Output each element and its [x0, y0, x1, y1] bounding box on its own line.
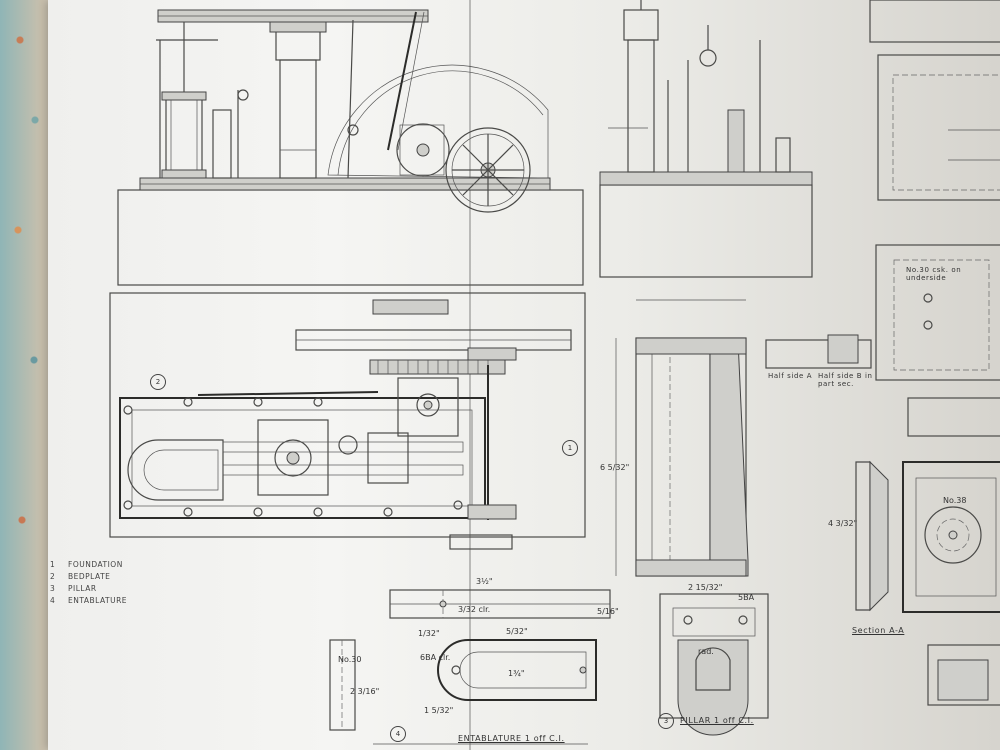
- plan-view: [109, 292, 586, 550]
- dim-3-1-2: 3½": [476, 577, 493, 586]
- part-mark-4: 4: [390, 726, 406, 742]
- foundation-plan: [109, 292, 586, 538]
- dim-no38: No.38: [943, 496, 966, 505]
- crank-disc: [396, 123, 450, 177]
- dim-4-3-32: 4 3/32": [828, 519, 857, 528]
- dim-1-3-4: 1¾": [508, 669, 525, 678]
- gear-plan: [369, 359, 506, 375]
- half-side-b-caption: Half side B in part sec.: [818, 372, 873, 388]
- half-side-a-caption: Half side A: [768, 372, 813, 380]
- pillar-caption: PILLAR 1 off C.I.: [680, 716, 754, 725]
- entablature-plan: [437, 639, 597, 701]
- cylinder-elevation: [165, 94, 203, 178]
- foundation-end: [599, 184, 813, 278]
- engineering-drawing: 3½" 2 15/32" 6 5/32" 1/32" 5/32" 1 5/32"…: [109, 0, 1000, 750]
- dim-5-16: 5/16": [597, 607, 619, 616]
- part-mark-1: 1: [562, 440, 578, 456]
- connecting-rod: [387, 11, 417, 151]
- cylinder-plan: [127, 439, 224, 501]
- part-mark-3: 3: [658, 713, 674, 729]
- entablature-caption: ENTABLATURE 1 off C.I.: [458, 734, 565, 743]
- section-caption: Section A-A: [852, 626, 905, 635]
- blueprint-sheet: 3½" 2 15/32" 6 5/32" 1/32" 5/32" 1 5/32"…: [48, 0, 1000, 750]
- dim-2-3-16: 2 3/16": [350, 687, 379, 696]
- bedplate-plan: [119, 397, 486, 519]
- dim-6ba: 6BA clr.: [420, 653, 450, 662]
- top-right-views: [869, 0, 1000, 201]
- dim-5ba: 5BA: [738, 593, 755, 602]
- plan-detail: [877, 54, 1000, 201]
- entablature-side: [329, 639, 356, 731]
- dim-3-32-clr: 3/32 clr.: [458, 605, 490, 614]
- side-elevation-view: [117, 9, 584, 286]
- dim-5-32: 5/32": [506, 627, 528, 636]
- entablature-views: [329, 589, 611, 745]
- dim-1-32: 1/32": [418, 629, 440, 638]
- dim-1-5-32: 1 5/32": [424, 706, 453, 715]
- pillar-end: [627, 39, 655, 173]
- flywheel-outline: [327, 64, 549, 179]
- dim-no30: No.30: [338, 655, 361, 664]
- right-section-views: [855, 244, 1000, 706]
- dim-rad: rad.: [698, 647, 714, 656]
- end-elevation-view: [599, 0, 813, 278]
- part-mark-2: 2: [150, 374, 166, 390]
- dim-6-5-32: 6 5/32": [600, 463, 629, 472]
- pillar-elevation: [279, 59, 317, 179]
- pillar-detail-views: [615, 299, 872, 736]
- small-wheel: [445, 127, 531, 213]
- pillar-top-plan: [902, 461, 1000, 613]
- dim-2-15-32: 2 15/32": [688, 583, 722, 592]
- counterbore-caption: No.30 csk. on underside: [906, 266, 962, 282]
